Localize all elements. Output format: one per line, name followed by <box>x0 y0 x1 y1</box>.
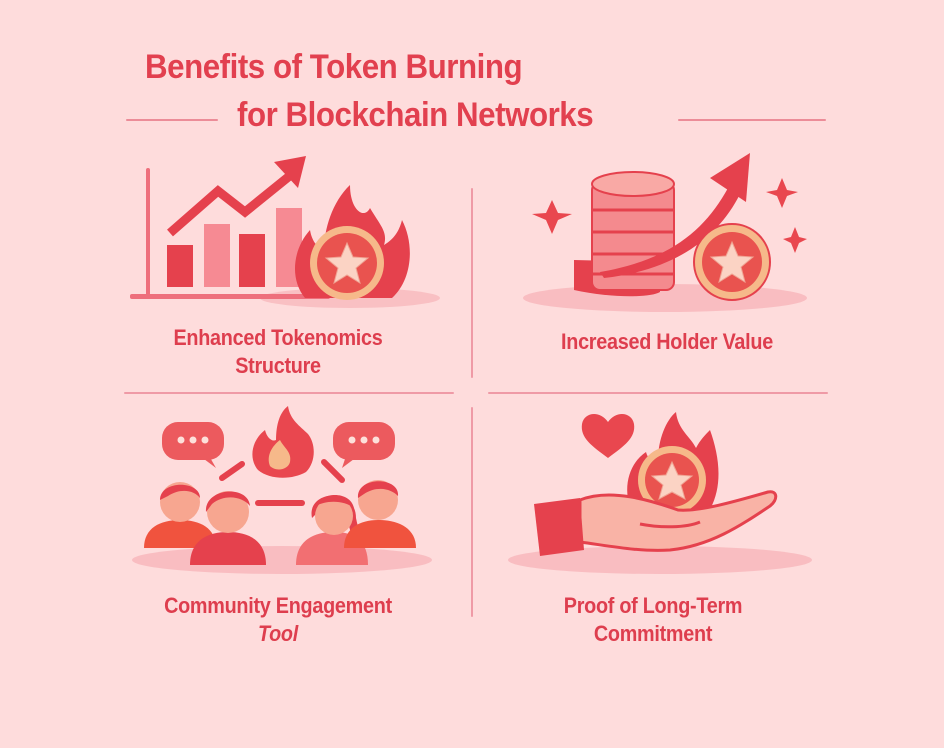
title-line-1: Benefits of Token Burning <box>145 48 523 86</box>
vertical-divider-bottom <box>471 407 473 617</box>
label-line-2: Commitment <box>593 621 713 646</box>
title-line-2: for Blockchain Networks <box>237 96 594 134</box>
horizontal-divider-right <box>488 392 828 394</box>
benefit-label-community-engagement: Community Engagement Tool <box>143 592 413 648</box>
benefit-label-increased-holder-value: Increased Holder Value <box>532 328 802 356</box>
title-decoration-left <box>126 119 218 121</box>
label-line-2: Tool <box>258 621 298 646</box>
rising-bar-chart-with-burning-coin-icon <box>120 150 450 320</box>
label-line-1: Enhanced Tokenomics <box>173 325 383 350</box>
community-around-flame-icon <box>120 400 450 580</box>
vertical-divider-top <box>471 188 473 378</box>
benefit-label-enhanced-tokenomics: Enhanced Tokenomics Structure <box>143 324 413 380</box>
hand-holding-burning-coin-icon <box>500 400 830 580</box>
coin-stack-with-upward-arrow-icon <box>500 150 830 320</box>
title-decoration-right <box>678 119 826 121</box>
label-line-1: Proof of Long-Term <box>563 593 743 618</box>
label-line-1: Community Engagement <box>164 593 392 618</box>
benefit-label-proof-of-commitment: Proof of Long-Term Commitment <box>518 592 788 648</box>
label-line-1: Increased Holder Value <box>561 329 773 354</box>
label-line-2: Structure <box>235 353 321 378</box>
horizontal-divider-left <box>124 392 454 394</box>
